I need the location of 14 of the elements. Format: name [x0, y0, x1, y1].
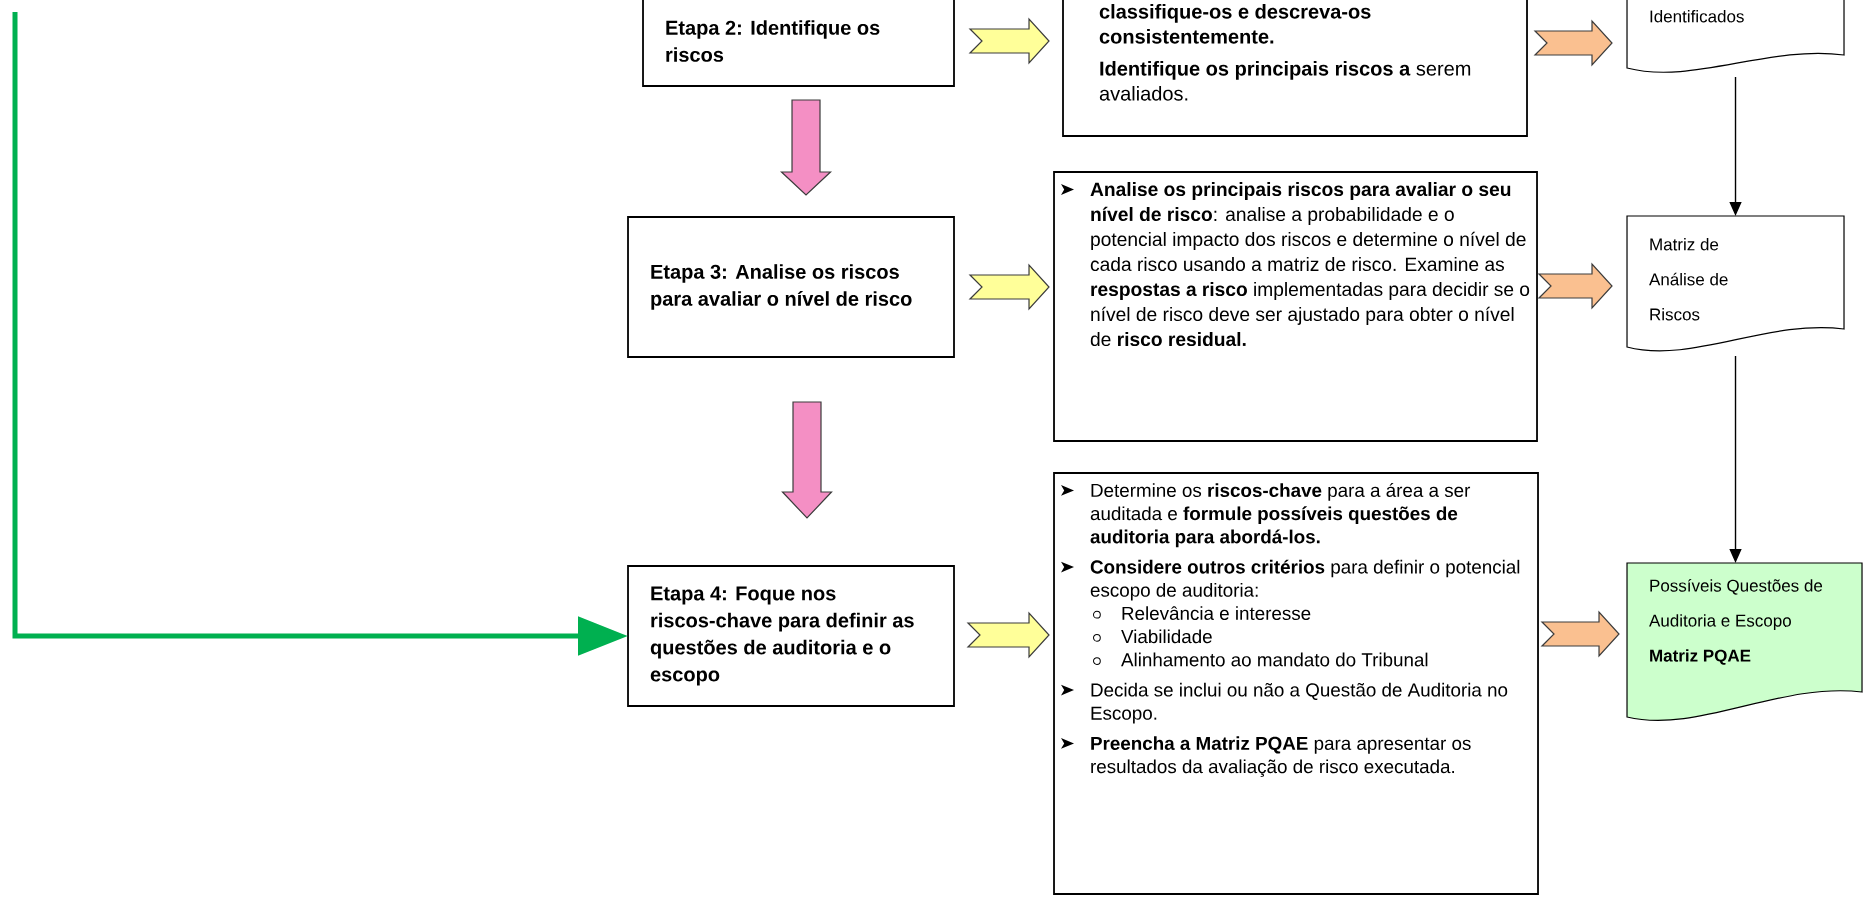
block-arrow — [968, 263, 1050, 311]
block-arrow — [1533, 19, 1613, 67]
block-arrow — [1540, 610, 1620, 658]
block-arrow — [966, 611, 1050, 659]
text-box: classifique-os e descreva-os consistentemente. Identifique os principais riscos a serem avaliados. — [1062, 0, 1528, 137]
step-box: Etapa 4: Foque nos riscos-chave para definir as questões de auditoria e o escopo — [627, 565, 955, 707]
text-box: Determine os riscos-chave para a área a ser auditada e formule possíveis questões de auditoria para abordá-los. Considere outros critérios para definir o potencial escopo de auditoria: Relevância e interesse Viabilidade Alinhamento ao mandato do Tribunal Decida se inclui ou não a Questão de Auditoria no Escopo. Preencha a Matriz PQAE para apresentar os resultados da avaliação de risco executada. — [1053, 472, 1539, 895]
block-arrow — [781, 401, 833, 519]
block-arrow — [968, 17, 1050, 65]
text-box: Analise os principais riscos para avaliar o seu nível de risco: analise a probabilidade e o potencial impacto dos riscos e determine o nível de cada risco usando a matriz de risco. Examine as respostas a risco implementadas para decidir se o nível de risco deve ser ajustado para obter o nível de risco residual. — [1053, 171, 1538, 442]
step-box: Etapa 2: Identifique os riscos — [642, 0, 955, 87]
step-box: Etapa 3: Analise os riscos para avaliar o nível de risco — [627, 216, 955, 358]
block-arrow — [780, 99, 833, 196]
block-arrow — [1537, 262, 1613, 310]
